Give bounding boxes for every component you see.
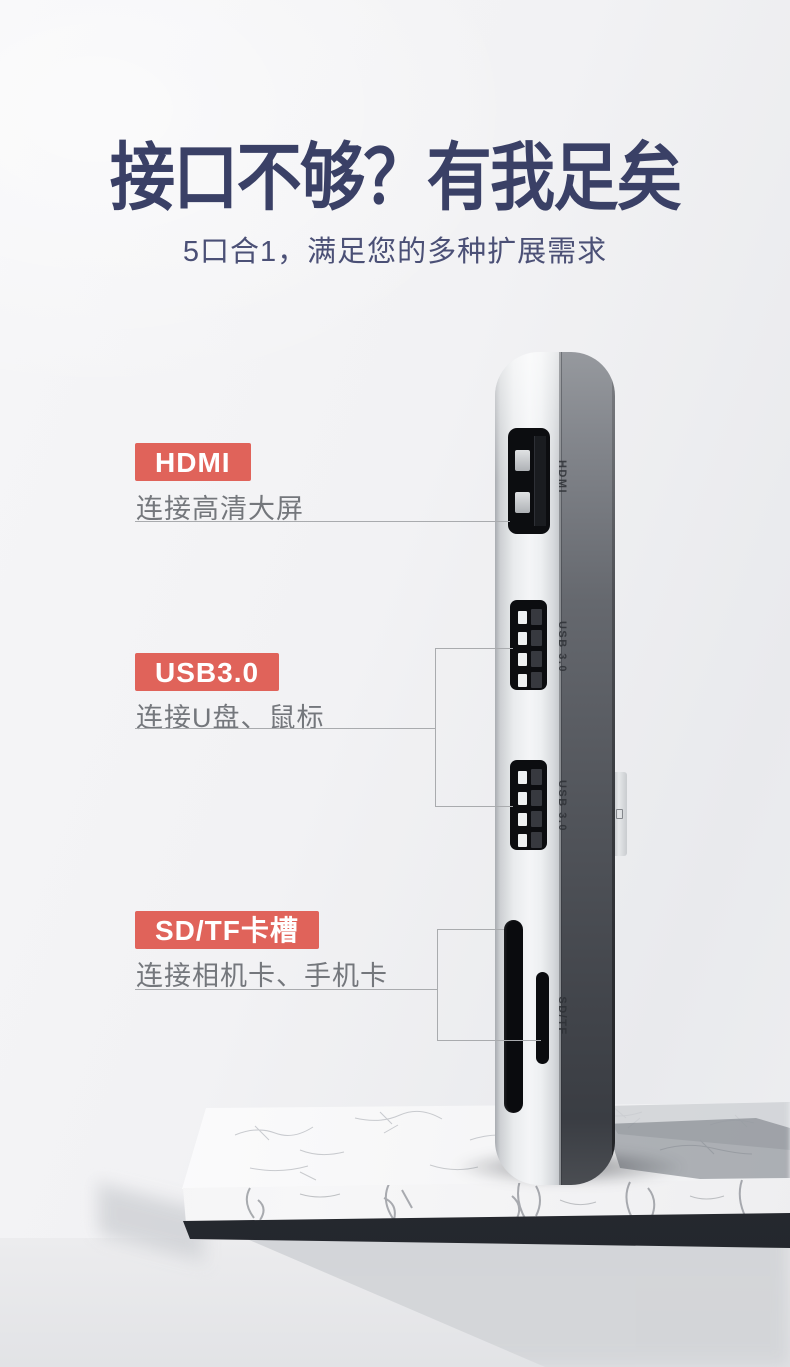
leader-line-hdmi [135,521,510,522]
hdmi-port-tongue [534,436,546,526]
usb-contact [518,834,527,847]
usb-c-plug [612,772,627,856]
leader-line-sdtf-underline [135,989,438,990]
usb-tab [531,609,542,625]
device-edge-seam [559,352,562,1185]
usb-tab [531,651,542,667]
usb-tab [531,672,542,688]
usb-contact [518,611,527,624]
leader-line-sdtf-top [437,929,504,930]
callout-tag-hdmi: HDMI [135,443,251,481]
leader-line-usb-top [435,648,513,649]
callout-desc-sdtf: 连接相机卡、手机卡 [136,961,388,991]
page-subtitle: 5口合1，满足您的多种扩展需求 [182,236,608,268]
callout-desc-hdmi: 连接高清大屏 [136,494,304,524]
hdmi-port-contact [515,450,530,471]
callout-tag-sdtf: SD/TF卡槽 [135,911,319,949]
leader-line-usb-bottom [435,806,513,807]
leader-line-sdtf-bottom [437,1040,541,1041]
tf-card-slot [536,972,549,1064]
leader-line-usb-underline [135,728,436,729]
usb-tab [531,811,542,827]
usb-contact [518,792,527,805]
device-right-edge [612,352,615,1185]
usb-tab [531,790,542,806]
usb-c-plug-mark [616,809,623,819]
usb-contact [518,653,527,666]
usb-tab [531,769,542,785]
leader-line-usb-bracket [435,648,436,807]
usb-port-2 [510,760,547,850]
usb-port-1 [510,600,547,690]
sd-card-slot [504,920,523,1113]
usb-tab [531,630,542,646]
usb-tab [531,832,542,848]
sdtf-port-label: SD/TF [556,996,568,1036]
callout-tag-usb: USB3.0 [135,653,280,691]
hdmi-port [508,428,550,534]
hdmi-port-contact [515,492,530,513]
usb2-port-label: USB 3.0 [556,779,568,833]
usb-hub-device: HDMI USB 3.0 USB 3.0 SD/TF [495,352,615,1185]
device-side-face [561,352,615,1185]
leader-line-sdtf-bracket [437,929,438,1041]
usb-contact [518,813,527,826]
usb-contact [518,632,527,645]
page-title: 接口不够？有我足矣 [109,136,682,219]
hdmi-port-label: HDMI [556,459,568,495]
usb-contact [518,674,527,687]
usb-contact [518,771,527,784]
callout-desc-usb: 连接U盘、鼠标 [136,703,325,733]
usb1-port-label: USB 3.0 [556,620,568,674]
